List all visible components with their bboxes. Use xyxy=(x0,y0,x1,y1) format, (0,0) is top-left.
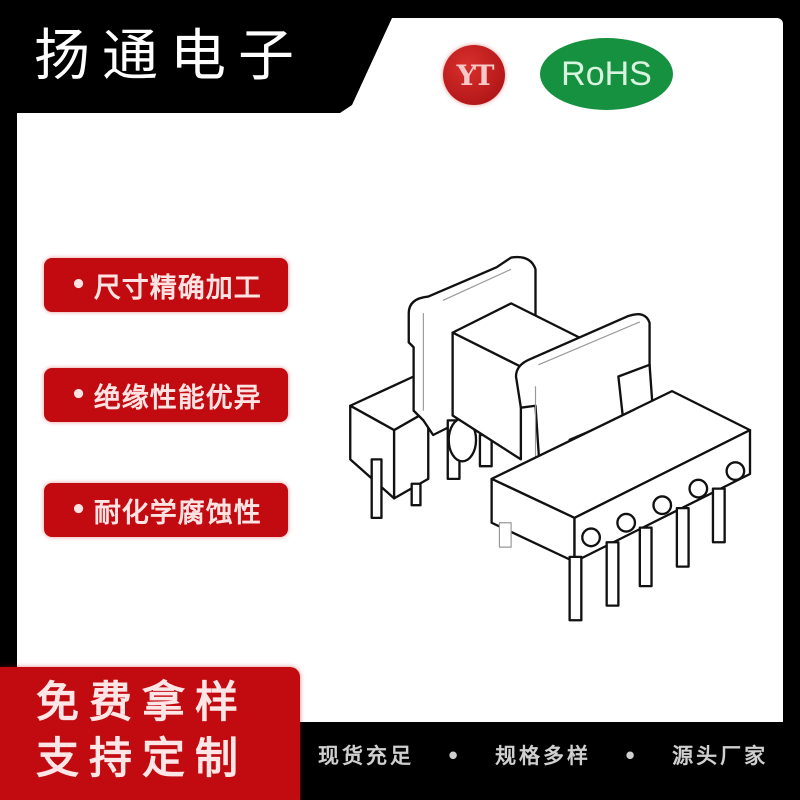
feature-label: 耐化学腐蚀性 xyxy=(93,497,262,529)
separator-dot-icon: • xyxy=(623,744,640,768)
yt-logo-icon: YT xyxy=(443,45,505,105)
feature-label: 尺寸精确加工 xyxy=(93,272,262,304)
tagline-item-factory: 源头厂家 xyxy=(672,744,769,768)
rohs-badge: RoHS xyxy=(540,38,673,110)
bullet-icon: • xyxy=(70,270,88,300)
promo-customization: 支持定制 xyxy=(36,734,248,784)
promo-banner: 免费拿样 支持定制 xyxy=(0,667,300,800)
feature-badge-chemical-resistance: • 耐化学腐蚀性 xyxy=(44,483,288,537)
bullet-icon: • xyxy=(70,380,88,410)
feature-badge-precision: • 尺寸精确加工 xyxy=(44,258,288,312)
separator-dot-icon: • xyxy=(446,744,463,768)
feature-label: 绝缘性能优异 xyxy=(93,382,262,414)
promo-free-sample: 免费拿样 xyxy=(36,678,248,728)
tagline-item-specs: 规格多样 xyxy=(495,744,592,768)
bullet-icon: • xyxy=(70,495,88,525)
tagline-bar: 现货充足 • 规格多样 • 源头厂家 xyxy=(318,740,768,770)
brand-header: 扬通电子 xyxy=(0,0,400,113)
feature-badge-insulation: • 绝缘性能优异 xyxy=(44,368,288,422)
transformer-bobbin-image xyxy=(349,255,752,622)
brand-title: 扬通电子 xyxy=(34,24,306,89)
tagline-item-stock: 现货充足 xyxy=(318,744,414,768)
